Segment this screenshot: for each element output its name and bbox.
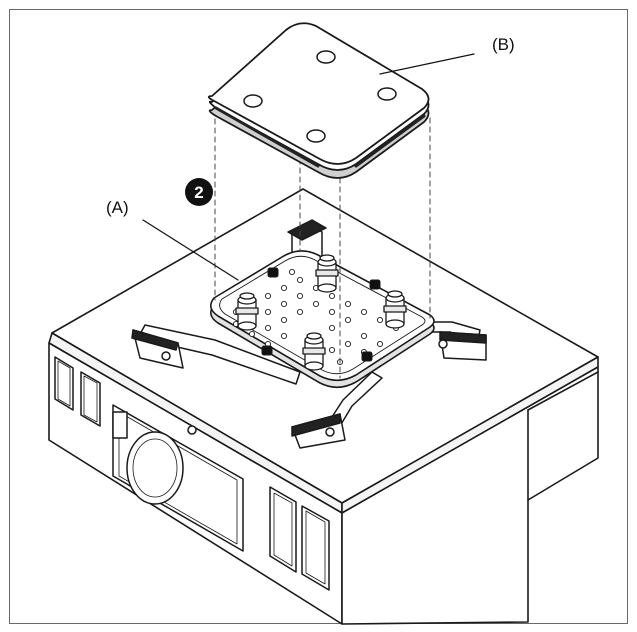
step-number: 2	[194, 183, 203, 202]
lens-housing	[112, 404, 244, 552]
label-a: (A)	[106, 198, 129, 217]
front-vents-right	[269, 486, 330, 591]
mount-plate-screws	[261, 267, 381, 362]
leader-lines	[142, 53, 475, 281]
step-badge: 2	[185, 178, 213, 206]
mount-plate-a	[210, 250, 435, 389]
mount-plate-posts	[235, 254, 407, 371]
front-vents-left	[54, 356, 101, 427]
mount-arm-left	[131, 324, 301, 385]
cover-plate-holes	[243, 50, 397, 143]
label-b: (B)	[492, 35, 515, 54]
alignment-guides	[214, 109, 431, 379]
mount-arm-right	[419, 321, 487, 361]
mount-arm-bottom	[291, 371, 383, 449]
diagram-frame	[9, 9, 628, 624]
cover-plate-b	[207, 22, 430, 179]
